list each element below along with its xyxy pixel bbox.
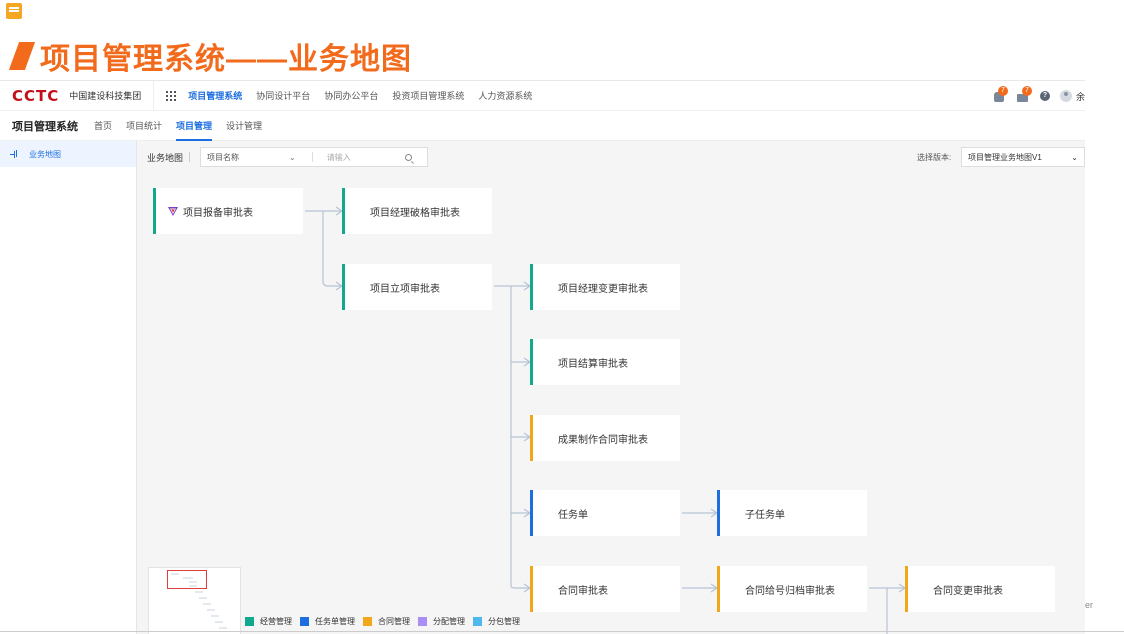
top-nav-investment[interactable]: 投资项目管理系统 [392,90,465,101]
node-label: 项目立项审批表 [370,283,440,295]
node-label: 项目结算审批表 [558,358,628,370]
top-nav-project-management[interactable]: 项目管理系统 [188,90,243,101]
tree-icon [10,150,19,159]
avatar[interactable] [1059,90,1072,102]
minimap[interactable] [148,567,241,634]
top-bar: CCTC 中国建设科技集团 项目管理系统 协同设计平台 协同办公平台 投资项目管… [0,80,1085,111]
app-grid-icon[interactable] [166,90,177,101]
legend-label: 分包管理 [488,616,520,626]
mail-button[interactable]: 7 [1016,86,1032,103]
user-name[interactable]: 余 [1075,91,1085,102]
node-label: 项目经理破格审批表 [370,207,460,219]
sub-bar: 项目管理系统 首页 项目统计 项目管理 设计管理 [0,111,1085,141]
node-label: 项目报备审批表 [183,207,253,219]
search-field-select[interactable]: 项目名称 [207,152,240,162]
tab-design-management[interactable]: 设计管理 [226,120,263,131]
flow-node-contract-change[interactable]: 合同变更审批表 [905,566,1055,612]
legend: 经营管理 任务单管理 合同管理 分配管理 分包管理 [245,613,528,629]
legend-swatch-contract [363,616,372,626]
legend-swatch-subcontract [473,616,482,626]
slide-title-text: 项目管理系统——业务地图 [40,43,412,76]
top-nav-hr[interactable]: 人力资源系统 [478,90,533,101]
flow-node-project-report[interactable]: 项目报备审批表 [153,188,303,234]
slide-title: 项目管理系统——业务地图 [8,36,412,76]
legend-item: 合同管理 [363,616,410,627]
clipped-edge-text: er [1085,600,1094,610]
node-label: 子任务单 [745,509,785,521]
sub-tabs: 首页 项目统计 项目管理 设计管理 [94,111,276,141]
version-value: 项目管理业务地图V1 [968,152,1042,162]
flow-node-contract-approval[interactable]: 合同审批表 [530,566,680,612]
node-label: 任务单 [558,509,588,521]
flow-node-subtask[interactable]: 子任务单 [717,490,867,536]
version-select[interactable]: 项目管理业务地图V1 ⌄ [961,147,1085,167]
sidebar-item-business-map[interactable]: 业务地图 [0,141,136,167]
top-nav: 项目管理系统 协同设计平台 协同办公平台 投资项目管理系统 人力资源系统 [188,81,546,111]
bell-icon [993,92,1004,102]
bottom-divider [0,631,1124,632]
tab-project-stats[interactable]: 项目统计 [126,120,163,131]
sidebar-item-label: 业务地图 [29,149,61,159]
sidebar: 业务地图 [0,141,137,634]
node-label: 项目经理变更审批表 [558,283,648,295]
system-name: 项目管理系统 [12,120,78,133]
app-window: CCTC 中国建设科技集团 项目管理系统 协同设计平台 协同办公平台 投资项目管… [0,80,1085,634]
business-map-canvas: 业务地图 项目名称 ⌄ 选择版本: 项目管理业务地图V1 ⌄ [137,141,1085,634]
tab-project-management[interactable]: 项目管理 [176,111,213,141]
notification-button[interactable]: 7 [992,86,1008,103]
minimap-preview [171,573,227,629]
legend-item: 任务单管理 [300,616,355,627]
node-label: 合同审批表 [558,585,608,597]
mail-badge: 7 [1021,86,1032,96]
notification-badge: 7 [997,86,1008,96]
top-nav-collab-design[interactable]: 协同设计平台 [256,90,311,101]
top-nav-collab-office[interactable]: 协同办公平台 [324,90,379,101]
search-divider [311,152,313,162]
company-name: 中国建设科技集团 [69,91,142,101]
legend-item: 经营管理 [245,616,292,627]
title-slash-decoration [8,42,36,70]
legend-label: 任务单管理 [315,616,355,626]
top-right-tools: 7 7 ? 余 [992,81,1085,111]
search-box: 项目名称 ⌄ [200,147,429,167]
chevron-down-icon[interactable]: ⌄ [289,152,296,162]
legend-label: 经营管理 [260,616,292,626]
node-label: 合同变更审批表 [933,585,1003,597]
minimap-viewport[interactable] [167,570,207,589]
chevron-down-icon: ⌄ [1071,152,1078,162]
flow-node-pm-exception[interactable]: 项目经理破格审批表 [342,188,492,234]
legend-label: 合同管理 [378,616,410,626]
legend-item: 分配管理 [418,616,465,627]
company-logo: CCTC [12,86,60,105]
version-label: 选择版本: [917,153,952,162]
search-icon[interactable] [404,153,412,161]
legend-item: 分包管理 [473,616,520,627]
flow-node-output-contract[interactable]: 成果制作合同审批表 [530,415,680,461]
triangle-logo-icon [168,207,178,216]
legend-swatch-allocation [418,616,427,626]
legend-swatch-task [300,616,309,626]
search-input[interactable] [326,152,397,162]
notes-icon [6,3,22,19]
map-toolbar: 业务地图 项目名称 ⌄ [137,141,1085,173]
help-icon[interactable]: ? [1039,91,1050,101]
node-label: 成果制作合同审批表 [558,434,648,446]
tab-home[interactable]: 首页 [94,120,113,131]
toolbar-divider [189,152,191,162]
toolbar-label: 业务地图 [147,152,184,163]
flow-node-task[interactable]: 任务单 [530,490,680,536]
legend-swatch-business [245,616,254,626]
legend-label: 分配管理 [433,616,465,626]
flow-node-project-settlement[interactable]: 项目结算审批表 [530,339,680,385]
node-label: 合同给号归档审批表 [745,585,835,597]
flow-node-project-approval[interactable]: 项目立项审批表 [342,264,492,310]
flow-node-pm-change[interactable]: 项目经理变更审批表 [530,264,680,310]
mail-icon [1016,94,1028,102]
flow-node-contract-archive[interactable]: 合同给号归档审批表 [717,566,867,612]
top-bar-divider [153,80,155,111]
